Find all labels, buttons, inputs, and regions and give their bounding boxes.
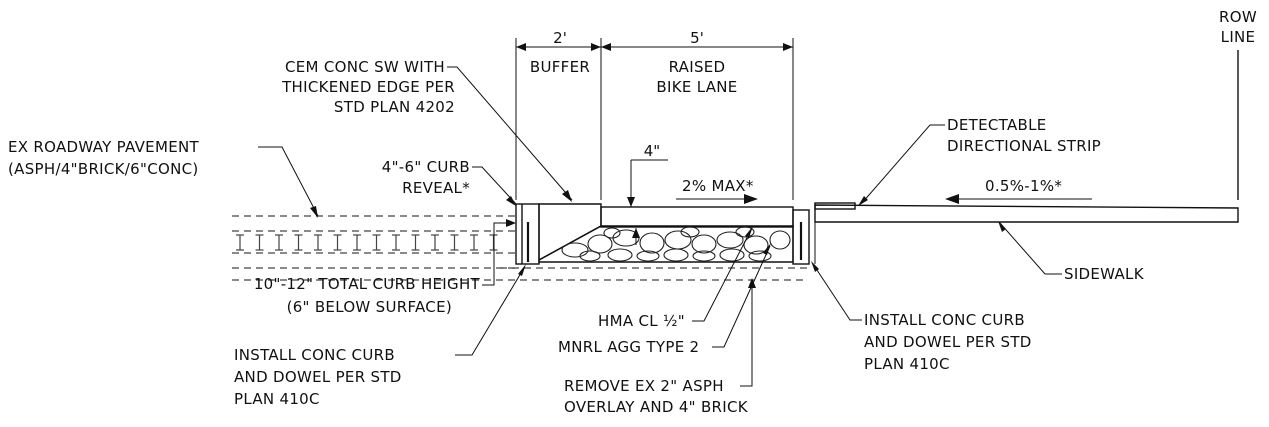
svg-text:PLAN 410C: PLAN 410C [234,390,320,408]
bike-lane-slope: 2% MAX* [682,177,754,195]
aggregate-stone [692,250,716,262]
svg-text:HMA CL ½": HMA CL ½" [598,312,685,330]
detectable-strip [814,202,856,210]
hma-layer [600,206,794,228]
aggregate-stone [561,242,589,258]
aggregate-stone [587,234,613,254]
callout-mnrl-agg: MNRL AGG TYPE 2 [558,243,771,356]
svg-text:AND DOWEL PER STD: AND DOWEL PER STD [864,333,1032,351]
svg-text:INSTALL CONC CURB: INSTALL CONC CURB [864,311,1025,329]
aggregate-stone [579,250,601,262]
brick-mark [333,234,342,251]
existing-roadway [232,215,808,281]
aggregate-stone [719,248,745,262]
svg-text:INSTALL CONC CURB: INSTALL CONC CURB [234,346,395,364]
bike-lane-width-label: 5' [690,29,704,47]
callout-total-curb: 10"-12" TOTAL CURB HEIGHT (6" BELOW SURF… [254,219,516,316]
sidewalk-slab [814,204,1239,223]
svg-text:AND DOWEL PER STD: AND DOWEL PER STD [234,368,402,386]
brick-mark [450,234,459,251]
brick-mark [236,234,244,251]
aggregate-stone [748,250,772,262]
aggregate-stone [743,235,769,255]
callout-cem-conc-sw: CEM CONC SW WITH THICKENED EDGE PER STD … [281,58,573,202]
svg-text:OVERLAY AND 4" BRICK: OVERLAY AND 4" BRICK [564,398,749,416]
svg-text:10"-12" TOTAL CURB HEIGHT: 10"-12" TOTAL CURB HEIGHT [254,275,481,293]
svg-text:SIDEWALK: SIDEWALK [1064,265,1145,283]
svg-text:(ASPH/4"BRICK/6"CONC): (ASPH/4"BRICK/6"CONC) [8,160,199,178]
svg-text:REVEAL*: REVEAL* [402,179,470,197]
aggregate-stone [663,248,689,262]
brick-mark [411,234,420,251]
callout-curb-reveal: 4"-6" CURB REVEAL* [382,158,517,206]
brick-mark [255,234,264,251]
svg-text:MNRL AGG TYPE 2: MNRL AGG TYPE 2 [558,338,699,356]
aggregate-stone [636,250,660,262]
row-label: ROW [1219,8,1257,26]
svg-text:4"-6" CURB: 4"-6" CURB [382,158,470,176]
svg-text:PLAN 410C: PLAN 410C [864,355,950,373]
svg-text:THICKENED EDGE PER: THICKENED EDGE PER [281,78,455,96]
svg-text:EX ROADWAY PAVEMENT: EX ROADWAY PAVEMENT [8,138,200,156]
brick-mark [431,234,439,251]
aggregate-stone [639,232,665,254]
brick-mark [372,234,381,251]
sidewalk-slope: 0.5%-1%* [985,177,1062,195]
aggregate-stone [607,248,633,262]
buffer-label: BUFFER [530,58,590,76]
svg-text:REMOVE EX 2" ASPH: REMOVE EX 2" ASPH [564,377,724,395]
callout-ex-roadway: EX ROADWAY PAVEMENT (ASPH/4"BRICK/6"CONC… [8,138,319,218]
svg-text:(6" BELOW SURFACE): (6" BELOW SURFACE) [287,298,452,316]
brick-mark [314,234,322,251]
svg-text:STD PLAN 4202: STD PLAN 4202 [334,98,455,116]
brick-mark [470,234,478,251]
hma-depth-label: 4" [644,142,660,160]
callout-install-curb-left: INSTALL CONC CURB AND DOWEL PER STD PLAN… [234,264,526,408]
raised-label: RAISED [669,58,726,76]
brick-mark [275,234,283,251]
svg-text:CEM CONC SW WITH: CEM CONC SW WITH [285,58,445,76]
brick-mark [353,234,361,251]
callout-hma: HMA CL ½" [598,226,753,330]
svg-text:DIRECTIONAL STRIP: DIRECTIONAL STRIP [947,137,1101,155]
callout-install-curb-right: INSTALL CONC CURB AND DOWEL PER STD PLAN… [811,261,1032,373]
aggregate-stone [735,226,755,238]
line-label: LINE [1221,28,1256,46]
brick-mark [392,234,400,251]
brick-mark [294,234,303,251]
aggregate-stone [680,226,700,238]
aggregate-stone [769,230,791,250]
callout-remove-ex: REMOVE EX 2" ASPH OVERLAY AND 4" BRICK [564,278,756,416]
callout-sidewalk: SIDEWALK [998,221,1145,283]
aggregate-stone [664,230,692,250]
aggregate-stone [603,227,621,239]
callout-detectable: DETECTABLE DIRECTIONAL STRIP [858,116,1101,206]
bike-lane-label: BIKE LANE [656,78,737,96]
dimension-lines [515,38,794,200]
aggregate-stone [691,234,717,254]
aggregate-stone [716,231,744,249]
buffer-width-label: 2' [553,29,567,47]
right-curb [792,209,810,265]
aggregate-stones [561,226,791,262]
svg-text:DETECTABLE: DETECTABLE [947,116,1047,134]
